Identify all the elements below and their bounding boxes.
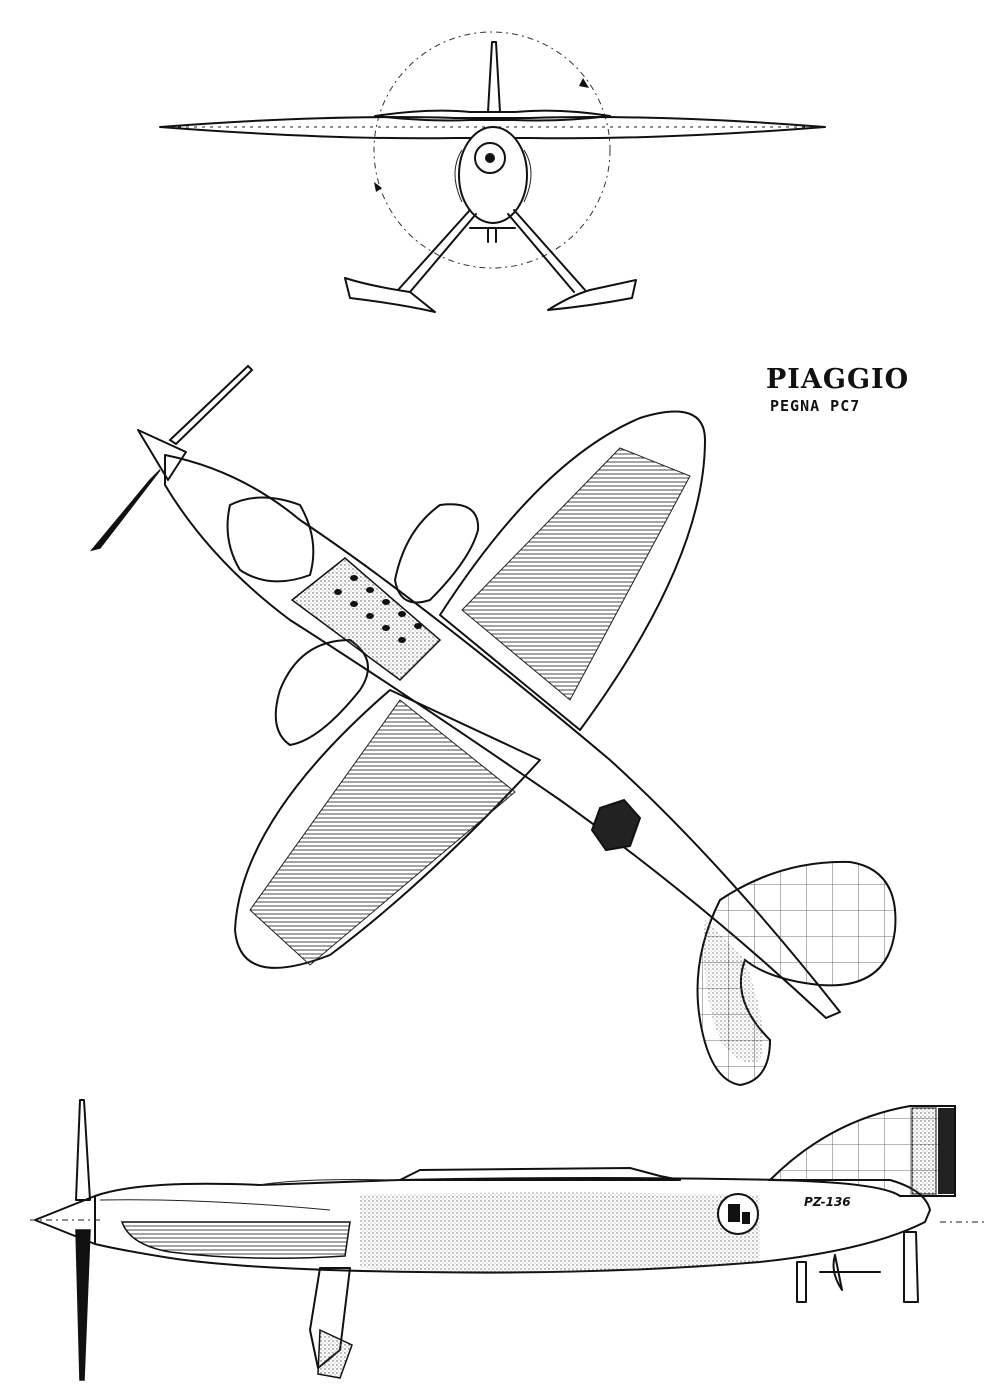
front-view xyxy=(159,31,826,313)
top-left-wing xyxy=(234,689,541,969)
side-rudder-stripe xyxy=(938,1108,954,1194)
side-cowling-panel xyxy=(120,1221,351,1259)
exhaust-stubs xyxy=(334,575,422,643)
left-float xyxy=(344,277,436,313)
front-fin xyxy=(487,41,501,113)
propeller-arc xyxy=(373,31,611,269)
side-propeller-lower xyxy=(75,1229,91,1381)
side-tail-strut xyxy=(796,1231,919,1303)
manufacturer-title: PIAGGIO xyxy=(766,364,910,395)
side-fin xyxy=(767,1105,956,1197)
right-float xyxy=(547,279,637,311)
top-left-float xyxy=(274,639,369,746)
side-view: PZ-136 xyxy=(30,1099,985,1381)
side-propeller-upper xyxy=(75,1099,91,1201)
top-fuselage xyxy=(164,454,841,1019)
side-canopy xyxy=(399,1167,681,1181)
top-view xyxy=(89,364,897,1087)
front-float-struts xyxy=(397,209,586,293)
top-right-float xyxy=(394,503,480,604)
top-left-wing-hatching xyxy=(249,699,516,966)
side-fuselage-shading xyxy=(360,1192,760,1273)
side-float-tip xyxy=(317,1328,353,1379)
side-registration: PZ-136 xyxy=(804,1195,851,1209)
top-right-wing xyxy=(439,410,706,731)
top-radiator-panel xyxy=(290,557,442,681)
top-cockpit xyxy=(590,798,642,852)
top-right-wing-hatching xyxy=(461,447,691,701)
front-tailplane xyxy=(374,109,611,122)
model-subtitle: PEGNA PC7 xyxy=(770,397,861,415)
top-propeller xyxy=(168,364,254,446)
engine-cowling xyxy=(226,496,315,583)
side-water-propeller xyxy=(819,1254,881,1291)
front-fuselage xyxy=(458,126,528,224)
